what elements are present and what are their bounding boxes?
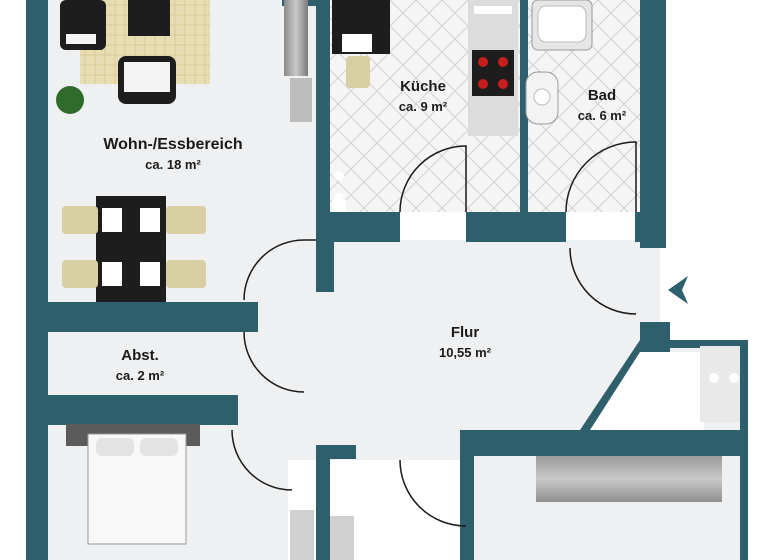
hall-name: Flur [451, 324, 479, 341]
bedroom-furniture [66, 424, 200, 545]
bath-name: Bad [588, 87, 616, 104]
entrance-arrow-icon [668, 276, 688, 304]
living-furniture [56, 0, 312, 302]
right-room-furniture [290, 346, 740, 560]
storage-area: ca. 2 m² [116, 368, 165, 383]
kitchen-area: ca. 9 m² [399, 99, 448, 114]
kitchen-furniture [332, 0, 518, 212]
plant-icon [56, 86, 84, 114]
outlet-icons [332, 171, 739, 493]
storage-name: Abst. [121, 347, 159, 364]
bath-furniture [525, 0, 593, 125]
living-room-area: ca. 18 m² [145, 157, 201, 172]
hall-area: 10,55 m² [439, 345, 492, 360]
kitchen-name: Küche [400, 78, 446, 95]
living-room-name: Wohn-/Essbereich [103, 136, 242, 153]
bath-area: ca. 6 m² [578, 108, 627, 123]
doors [231, 141, 637, 527]
